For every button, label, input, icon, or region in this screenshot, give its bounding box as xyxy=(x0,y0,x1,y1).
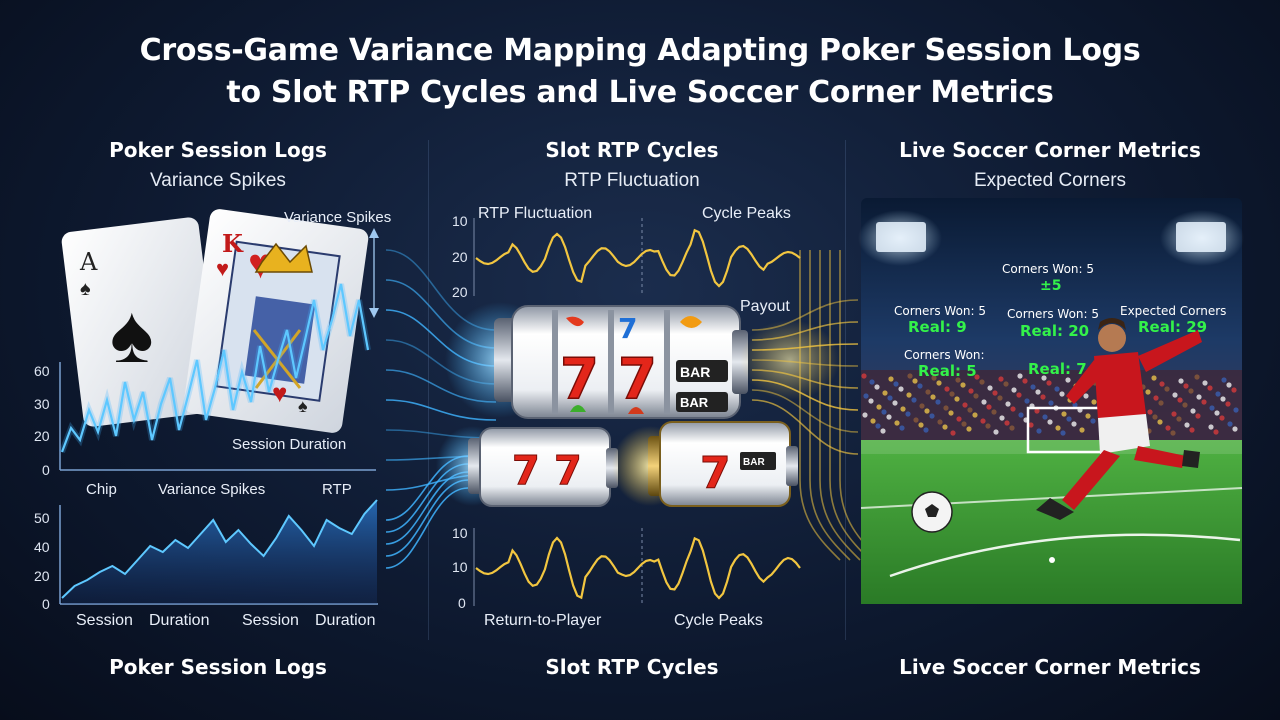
chart2-tick-2: 20 xyxy=(34,568,50,584)
slot-top-tick-1: 20 xyxy=(452,249,468,265)
seven-symbol-gold: 7 xyxy=(700,448,731,499)
leaf-icon xyxy=(570,405,586,412)
metric-2-value: Real: 20 xyxy=(1020,322,1089,340)
session-duration-line xyxy=(61,499,378,599)
lower-real-value-2: Real: 7 xyxy=(1028,360,1087,378)
slot-bottom-tick-2: 0 xyxy=(458,595,466,611)
column-divider-right xyxy=(845,140,846,640)
chart1-tick-2: 20 xyxy=(34,428,50,444)
heart-icon-king-bottom: ♥ xyxy=(272,378,287,408)
variance-spike-line xyxy=(60,283,370,453)
return-to-player-line xyxy=(475,536,801,600)
bar-text-3: BAR xyxy=(743,457,765,468)
chart1-tick-3: 0 xyxy=(42,462,50,478)
corners-won-top-value: ±5 xyxy=(1040,278,1061,294)
title-line-1: Cross-Game Variance Mapping Adapting Pok… xyxy=(139,33,1141,68)
rtp-fluctuation-label: RTP Fluctuation xyxy=(478,205,592,222)
bar-symbol-1 xyxy=(676,360,728,382)
seven-symbol-2: 7 xyxy=(618,347,657,412)
cycle-peaks-top-label: Cycle Peaks xyxy=(702,205,791,222)
heart-icon-king: ♥ xyxy=(216,256,229,281)
return-to-player-label: Return-to-Player xyxy=(484,612,602,629)
column-divider-left xyxy=(428,140,429,640)
slot-top-tick-2: 20 xyxy=(452,284,468,300)
seven-symbol-small-2: 7 xyxy=(554,448,582,494)
soccer-subheading: Expected Corners xyxy=(973,170,1127,191)
card-king-rank: K xyxy=(222,229,244,258)
chart2-axis-duration-2: Duration xyxy=(315,612,375,629)
seven-symbol-1: 7 xyxy=(560,347,599,412)
corners-won-lower-label: Corners Won: xyxy=(904,348,985,362)
spade-icon-small: ♠ xyxy=(80,278,91,300)
slot-bottom-chart: 10 10 0 Return-to-Player Cycle Peaks xyxy=(452,525,801,629)
rtp-fluctuation-line xyxy=(475,228,801,288)
chart1-tick-0: 60 xyxy=(34,363,50,379)
chart1-axis-chip: Chip xyxy=(86,481,117,498)
card-ace-rank: A xyxy=(79,248,98,276)
king-of-hearts-card: K ♥ ♥ ♥ ♠ xyxy=(183,209,369,433)
seven-symbol-blue: 7 xyxy=(618,312,637,345)
chart1-tick-1: 30 xyxy=(34,396,50,412)
slot-bottom-tick-0: 10 xyxy=(452,525,468,541)
poker-chart-1: Variance Spikes Session Duration 60 30 2… xyxy=(34,209,391,498)
slot-machine-reel-small-right: 7 BAR xyxy=(612,421,798,507)
seven-symbol-small-1: 7 xyxy=(512,448,540,494)
metric-1-label: Corners Won: 5 xyxy=(894,304,986,318)
slot-to-soccer-flow-lines xyxy=(751,250,881,561)
variance-spikes-label: Variance Spikes xyxy=(284,209,391,226)
slot-heading: Slot RTP Cycles xyxy=(545,138,719,162)
chart2-tick-3: 0 xyxy=(42,596,50,612)
bar-symbol-3 xyxy=(740,452,776,470)
page-title: Cross-Game Variance Mapping Adapting Pok… xyxy=(0,30,1280,114)
payout-label: Payout xyxy=(740,298,790,315)
cycle-peaks-bottom-label: Cycle Peaks xyxy=(674,612,763,629)
title-line-2: to Slot RTP Cycles and Live Soccer Corne… xyxy=(226,75,1054,110)
slot-top-chart: 10 20 20 RTP Fluctuation Cycle Peaks Pay… xyxy=(452,205,801,315)
soccer-heading: Live Soccer Corner Metrics xyxy=(899,138,1201,162)
metric-3-value: Real: 29 xyxy=(1138,318,1207,336)
spade-icon-large: ♠ xyxy=(110,289,154,380)
poker-subheading: Variance Spikes xyxy=(150,170,286,191)
cherry-icon-bottom xyxy=(628,407,644,414)
poker-footer: Poker Session Logs xyxy=(109,655,327,679)
soccer-footer: Live Soccer Corner Metrics xyxy=(899,655,1201,679)
chart1-axis-rtp: RTP xyxy=(322,481,352,498)
chart2-axis-session-2: Session xyxy=(242,612,299,629)
slot-machine-reel-large: 7 7 7 BAR BAR xyxy=(445,302,840,419)
soccer-stadium-scene: Corners Won: 5 ±5 Corners Won: 5 Real: 9… xyxy=(858,198,1244,604)
slot-bottom-tick-1: 10 xyxy=(452,559,468,575)
slot-subheading: RTP Fluctuation xyxy=(564,170,700,191)
bar-symbol-2 xyxy=(676,392,728,412)
ace-of-spades-card: A ♠ ♠ xyxy=(61,217,221,427)
metric-2-label: Corners Won: 5 xyxy=(1007,307,1099,321)
chart2-tick-0: 50 xyxy=(34,510,50,526)
slot-top-tick-0: 10 xyxy=(452,213,468,229)
soccer-column-header: Live Soccer Corner Metrics Expected Corn… xyxy=(860,138,1240,192)
crown-icon xyxy=(254,242,313,273)
slot-footer: Slot RTP Cycles xyxy=(545,655,719,679)
poker-chart-2: 50 40 20 0 Session Duration Session Dura… xyxy=(34,499,378,629)
lower-real-value-1: Real: 5 xyxy=(918,362,977,380)
chart2-axis-duration-1: Duration xyxy=(149,612,209,629)
metric-3-label: Expected Corners xyxy=(1120,304,1226,318)
poker-column-header: Poker Session Logs Variance Spikes xyxy=(28,138,408,192)
bar-text-1: BAR xyxy=(680,364,710,380)
corners-won-top-label: Corners Won: 5 xyxy=(1002,262,1094,276)
fruit-icon xyxy=(680,316,702,328)
cherry-icon xyxy=(566,316,584,327)
chart2-axis-session-1: Session xyxy=(76,612,133,629)
bar-text-2: BAR xyxy=(680,395,709,410)
session-duration-area xyxy=(62,500,377,604)
slot-machine-reel-small-left: 7 7 xyxy=(436,426,618,507)
session-duration-label: Session Duration xyxy=(232,436,346,453)
chart2-tick-1: 40 xyxy=(34,539,50,555)
chart1-axis-variance: Variance Spikes xyxy=(158,481,265,498)
soccer-player xyxy=(1036,318,1202,520)
spade-icon-king: ♠ xyxy=(298,396,308,416)
poker-heading: Poker Session Logs xyxy=(109,138,327,162)
metric-1-value: Real: 9 xyxy=(908,318,967,336)
slot-column-header: Slot RTP Cycles RTP Fluctuation xyxy=(442,138,822,192)
